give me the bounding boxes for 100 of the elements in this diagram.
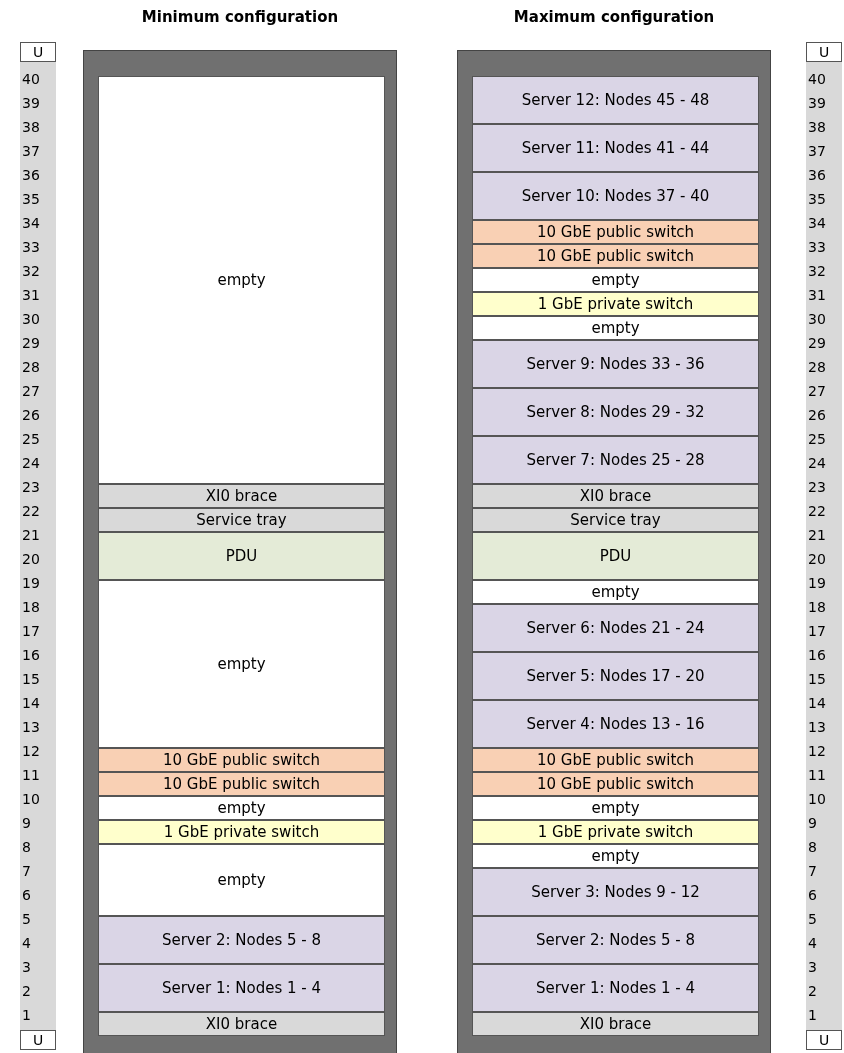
unit-number: 11 (808, 768, 826, 782)
switch-unit: 10 GbE public switch (472, 244, 759, 268)
unit-number: 2 (22, 984, 31, 998)
unit-number: 25 (22, 432, 40, 446)
unit-number: 13 (808, 720, 826, 734)
unit-number: 4 (808, 936, 817, 950)
unit-number: 3 (22, 960, 31, 974)
unit-number: 28 (808, 360, 826, 374)
rack-unit: XI0 brace (98, 484, 385, 508)
unit-number: 6 (22, 888, 31, 902)
unit-label: U (20, 1030, 56, 1050)
unit-number: 19 (22, 576, 40, 590)
rack-heading: Maximum configuration (512, 8, 716, 26)
empty-slot: empty (472, 580, 759, 604)
unit-number: 37 (22, 144, 40, 158)
unit-number: 3 (808, 960, 817, 974)
unit-number: 34 (22, 216, 40, 230)
server-unit: Server 12: Nodes 45 - 48 (472, 76, 759, 124)
unit-number: 20 (808, 552, 826, 566)
unit-label: U (20, 42, 56, 62)
unit-number: 17 (808, 624, 826, 638)
unit-number: 39 (808, 96, 826, 110)
server-unit: Server 10: Nodes 37 - 40 (472, 172, 759, 220)
unit-number: 38 (22, 120, 40, 134)
unit-number: 23 (808, 480, 826, 494)
empty-slot: empty (472, 844, 759, 868)
empty-slot: empty (472, 796, 759, 820)
switch-unit: 1 GbE private switch (98, 820, 385, 844)
unit-number: 35 (808, 192, 826, 206)
pdu-unit: PDU (98, 532, 385, 580)
unit-number: 36 (808, 168, 826, 182)
unit-number: 34 (808, 216, 826, 230)
rack-unit: XI0 brace (472, 1012, 759, 1036)
unit-number: 7 (22, 864, 31, 878)
switch-unit: 10 GbE public switch (472, 748, 759, 772)
unit-number: 9 (808, 816, 817, 830)
unit-number: 28 (22, 360, 40, 374)
unit-number: 39 (22, 96, 40, 110)
switch-unit: 10 GbE public switch (472, 772, 759, 796)
unit-label: U (806, 1030, 842, 1050)
switch-unit: 1 GbE private switch (472, 820, 759, 844)
unit-label: U (806, 42, 842, 62)
unit-number: 10 (808, 792, 826, 806)
unit-number: 13 (22, 720, 40, 734)
empty-slot: empty (98, 844, 385, 916)
server-unit: Server 9: Nodes 33 - 36 (472, 340, 759, 388)
server-unit: Server 1: Nodes 1 - 4 (98, 964, 385, 1012)
unit-number: 32 (808, 264, 826, 278)
unit-number: 35 (22, 192, 40, 206)
unit-number: 12 (22, 744, 40, 758)
unit-number: 31 (808, 288, 826, 302)
unit-number: 15 (808, 672, 826, 686)
unit-number: 1 (22, 1008, 31, 1022)
server-unit: Server 4: Nodes 13 - 16 (472, 700, 759, 748)
server-unit: Server 2: Nodes 5 - 8 (472, 916, 759, 964)
unit-number: 21 (22, 528, 40, 542)
switch-unit: 10 GbE public switch (98, 748, 385, 772)
unit-number: 26 (22, 408, 40, 422)
server-unit: Server 8: Nodes 29 - 32 (472, 388, 759, 436)
unit-number: 30 (808, 312, 826, 326)
unit-number: 6 (808, 888, 817, 902)
unit-number: 18 (22, 600, 40, 614)
unit-number: 26 (808, 408, 826, 422)
unit-number: 29 (808, 336, 826, 350)
server-unit: Server 11: Nodes 41 - 44 (472, 124, 759, 172)
empty-slot: empty (472, 268, 759, 292)
unit-number: 5 (22, 912, 31, 926)
switch-unit: 1 GbE private switch (472, 292, 759, 316)
unit-number: 16 (808, 648, 826, 662)
server-unit: Server 6: Nodes 21 - 24 (472, 604, 759, 652)
server-unit: Server 1: Nodes 1 - 4 (472, 964, 759, 1012)
unit-number: 38 (808, 120, 826, 134)
rack-unit: Service tray (98, 508, 385, 532)
rack-unit: Service tray (472, 508, 759, 532)
unit-number: 33 (808, 240, 826, 254)
unit-number: 21 (808, 528, 826, 542)
unit-number: 16 (22, 648, 40, 662)
unit-number: 7 (808, 864, 817, 878)
unit-number: 10 (22, 792, 40, 806)
unit-number: 40 (808, 72, 826, 86)
unit-number: 8 (22, 840, 31, 854)
unit-number: 30 (22, 312, 40, 326)
unit-number: 27 (808, 384, 826, 398)
unit-number: 22 (22, 504, 40, 518)
empty-slot: empty (98, 580, 385, 748)
unit-number: 5 (808, 912, 817, 926)
unit-number: 40 (22, 72, 40, 86)
unit-number: 19 (808, 576, 826, 590)
pdu-unit: PDU (472, 532, 759, 580)
server-unit: Server 3: Nodes 9 - 12 (472, 868, 759, 916)
unit-number: 1 (808, 1008, 817, 1022)
unit-number: 25 (808, 432, 826, 446)
unit-number: 14 (808, 696, 826, 710)
unit-number: 15 (22, 672, 40, 686)
unit-number: 31 (22, 288, 40, 302)
unit-number: 12 (808, 744, 826, 758)
unit-number: 14 (22, 696, 40, 710)
unit-number: 37 (808, 144, 826, 158)
unit-number: 22 (808, 504, 826, 518)
unit-number: 8 (808, 840, 817, 854)
